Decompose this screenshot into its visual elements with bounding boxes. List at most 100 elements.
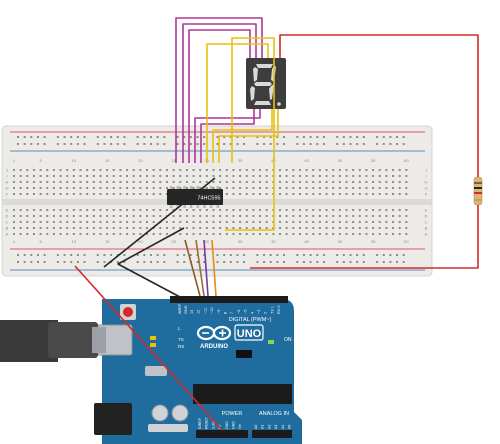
- wire-black[interactable]: [117, 227, 185, 298]
- breadboard-hole[interactable]: [312, 209, 315, 211]
- breadboard-hole[interactable]: [398, 169, 401, 171]
- rail-hole[interactable]: [349, 261, 352, 263]
- breadboard-hole[interactable]: [185, 169, 188, 171]
- rail-hole[interactable]: [229, 143, 232, 145]
- breadboard-hole[interactable]: [385, 233, 388, 235]
- rail-hole[interactable]: [236, 143, 239, 145]
- breadboard-hole[interactable]: [252, 209, 255, 211]
- rail-hole[interactable]: [63, 143, 66, 145]
- breadboard-hole[interactable]: [165, 175, 168, 177]
- rail-hole[interactable]: [216, 261, 219, 263]
- breadboard-hole[interactable]: [325, 227, 328, 229]
- breadboard-hole[interactable]: [239, 169, 242, 171]
- breadboard-hole[interactable]: [259, 209, 262, 211]
- rail-hole[interactable]: [36, 136, 39, 138]
- wire-yellow[interactable]: [206, 43, 269, 163]
- breadboard-hole[interactable]: [265, 209, 268, 211]
- breadboard-hole[interactable]: [152, 209, 155, 211]
- breadboard-hole[interactable]: [179, 169, 182, 171]
- rail-hole[interactable]: [316, 143, 319, 145]
- rail-hole[interactable]: [36, 254, 39, 256]
- breadboard-hole[interactable]: [126, 233, 129, 235]
- breadboard-hole[interactable]: [72, 221, 75, 223]
- rail-hole[interactable]: [309, 254, 312, 256]
- rail-hole[interactable]: [216, 136, 219, 138]
- breadboard-hole[interactable]: [99, 175, 102, 177]
- rail-hole[interactable]: [23, 254, 26, 256]
- breadboard-hole[interactable]: [13, 215, 15, 217]
- breadboard-hole[interactable]: [192, 169, 195, 171]
- breadboard-hole[interactable]: [32, 175, 35, 177]
- breadboard-hole[interactable]: [199, 233, 202, 235]
- breadboard-hole[interactable]: [358, 181, 361, 183]
- breadboard-hole[interactable]: [165, 193, 168, 195]
- breadboard-hole[interactable]: [106, 181, 109, 183]
- rail-hole[interactable]: [283, 136, 285, 138]
- rail-hole[interactable]: [56, 261, 59, 263]
- breadboard-hole[interactable]: [398, 193, 401, 195]
- breadboard-hole[interactable]: [159, 227, 162, 229]
- breadboard-hole[interactable]: [72, 181, 75, 183]
- rail-hole[interactable]: [123, 254, 126, 256]
- breadboard-hole[interactable]: [99, 233, 102, 235]
- rail-hole[interactable]: [356, 136, 359, 138]
- breadboard-hole[interactable]: [86, 187, 89, 189]
- breadboard-hole[interactable]: [259, 193, 262, 195]
- resistor[interactable]: [473, 176, 483, 206]
- breadboard-hole[interactable]: [332, 227, 335, 229]
- rail-hole[interactable]: [356, 261, 359, 263]
- breadboard-hole[interactable]: [152, 169, 155, 171]
- breadboard-hole[interactable]: [192, 227, 195, 229]
- breadboard-hole[interactable]: [259, 187, 262, 189]
- breadboard-hole[interactable]: [332, 215, 335, 217]
- breadboard-hole[interactable]: [86, 233, 89, 235]
- breadboard-hole[interactable]: [92, 227, 95, 229]
- breadboard-hole[interactable]: [398, 187, 401, 189]
- breadboard-hole[interactable]: [392, 193, 395, 195]
- breadboard-hole[interactable]: [112, 233, 115, 235]
- rail-hole[interactable]: [183, 143, 186, 145]
- breadboard-hole[interactable]: [285, 215, 288, 217]
- breadboard-hole[interactable]: [139, 233, 142, 235]
- rail-hole[interactable]: [362, 261, 365, 263]
- breadboard-hole[interactable]: [325, 175, 328, 177]
- rail-hole[interactable]: [70, 254, 73, 256]
- rail-hole[interactable]: [276, 261, 279, 263]
- breadboard-hole[interactable]: [352, 221, 355, 223]
- breadboard-hole[interactable]: [205, 227, 208, 229]
- wire-yellow[interactable]: [225, 37, 275, 231]
- rail-hole[interactable]: [150, 261, 152, 263]
- breadboard-hole[interactable]: [205, 221, 208, 223]
- breadboard-hole[interactable]: [279, 175, 281, 177]
- breadboard-hole[interactable]: [265, 227, 268, 229]
- rail-hole[interactable]: [150, 143, 152, 145]
- breadboard-hole[interactable]: [192, 181, 195, 183]
- wire-red[interactable]: [74, 265, 223, 431]
- breadboard-hole[interactable]: [106, 227, 109, 229]
- wire-brown[interactable]: [184, 239, 201, 297]
- breadboard-hole[interactable]: [99, 227, 102, 229]
- breadboard-hole[interactable]: [312, 227, 315, 229]
- rail-hole[interactable]: [276, 254, 279, 256]
- rail-hole[interactable]: [196, 261, 199, 263]
- breadboard-hole[interactable]: [305, 193, 308, 195]
- breadboard-hole[interactable]: [205, 169, 208, 171]
- breadboard-hole[interactable]: [86, 227, 89, 229]
- breadboard-hole[interactable]: [66, 215, 69, 217]
- rail-hole[interactable]: [96, 254, 99, 256]
- breadboard-hole[interactable]: [139, 181, 142, 183]
- breadboard-hole[interactable]: [172, 209, 175, 211]
- breadboard-hole[interactable]: [152, 187, 155, 189]
- breadboard-hole[interactable]: [405, 209, 408, 211]
- breadboard-hole[interactable]: [139, 193, 142, 195]
- breadboard-hole[interactable]: [372, 215, 375, 217]
- breadboard-hole[interactable]: [259, 181, 262, 183]
- breadboard-hole[interactable]: [212, 169, 215, 171]
- rail-hole[interactable]: [156, 254, 159, 256]
- breadboard-hole[interactable]: [352, 175, 355, 177]
- rail-hole[interactable]: [23, 136, 26, 138]
- rail-hole[interactable]: [143, 254, 146, 256]
- rail-hole[interactable]: [336, 136, 339, 138]
- breadboard-hole[interactable]: [119, 169, 122, 171]
- rail-hole[interactable]: [216, 143, 219, 145]
